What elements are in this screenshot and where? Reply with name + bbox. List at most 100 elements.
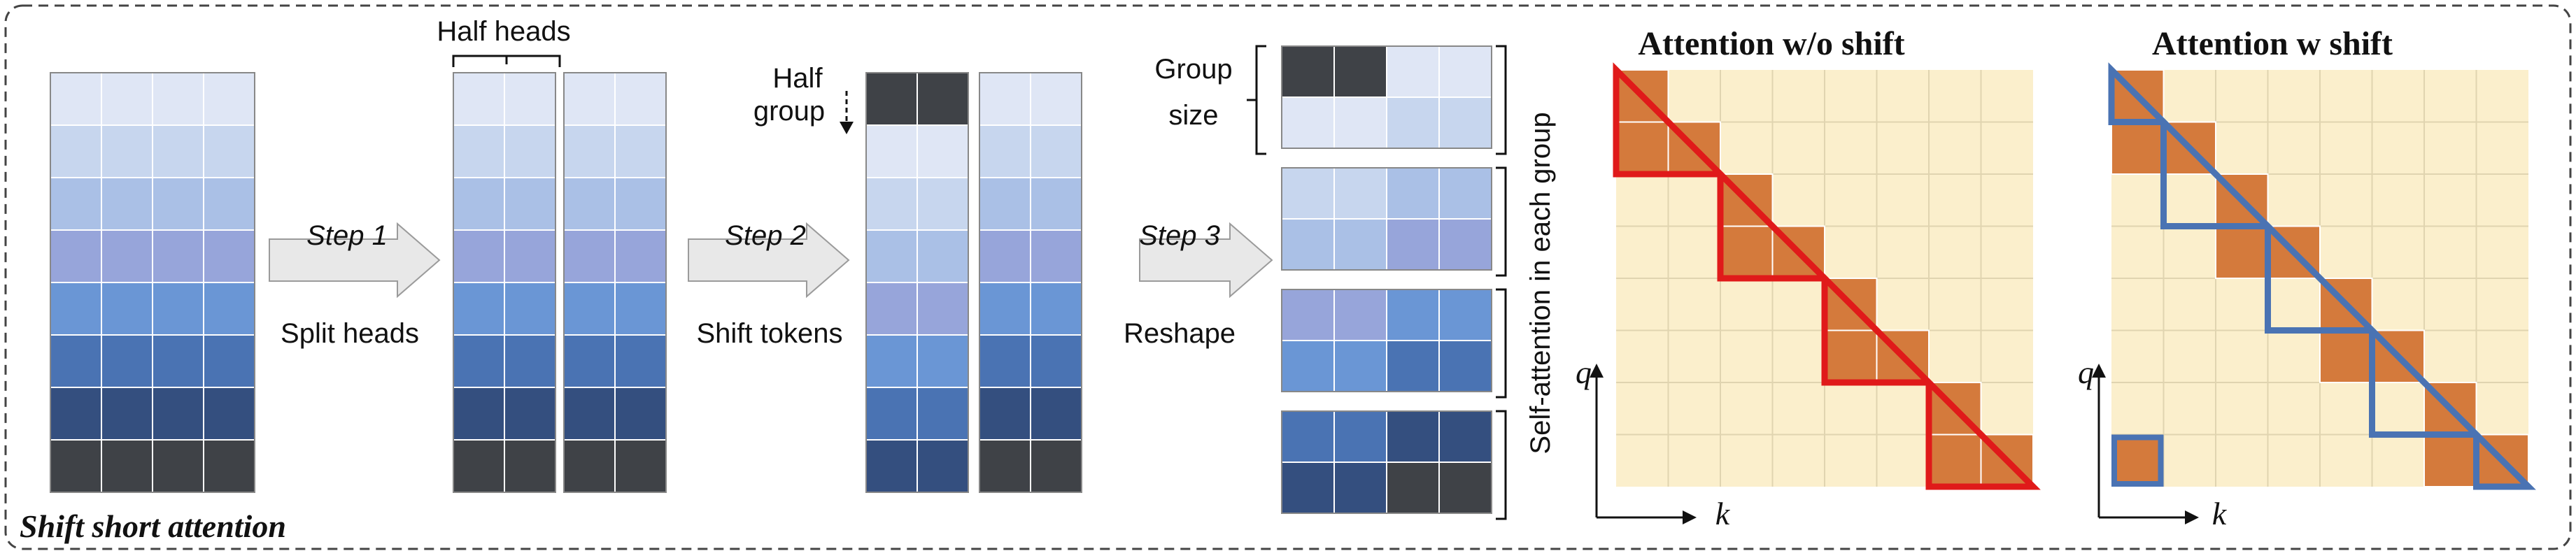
token-cell <box>1030 387 1082 441</box>
token-cell <box>1386 340 1440 392</box>
token-cell <box>979 387 1031 441</box>
token-cell <box>1438 167 1492 220</box>
column-border <box>50 72 255 493</box>
token-cell <box>101 177 153 231</box>
group-bracket <box>1496 45 1507 155</box>
token-cell <box>152 229 204 283</box>
token-cell <box>614 72 667 126</box>
token-cell <box>563 387 616 441</box>
split-heads-columns <box>453 72 667 493</box>
token-cell <box>917 124 969 178</box>
token-cell <box>453 387 505 441</box>
token-cell <box>203 177 255 231</box>
token-cell <box>504 72 556 126</box>
group-size-label-line1: Group <box>1154 54 1232 85</box>
token-cell <box>504 387 556 441</box>
group-border <box>1281 289 1492 392</box>
token-cell <box>453 124 505 178</box>
token-cell <box>1281 462 1335 514</box>
attention-cell <box>2423 434 2477 487</box>
token-cell <box>101 124 153 178</box>
token-cell <box>453 282 505 336</box>
token-cell <box>563 439 616 493</box>
token-cell <box>563 282 616 336</box>
token-cell <box>1281 45 1335 98</box>
token-cell <box>50 334 102 388</box>
token-cell <box>453 229 505 283</box>
axis-q-right: q <box>2078 355 2094 390</box>
token-cell <box>614 124 667 178</box>
step3-label: Step 3 <box>1139 220 1220 251</box>
axes-right <box>2092 364 2199 524</box>
token-cell <box>50 387 102 441</box>
attention-without-shift-grid <box>1613 62 2041 490</box>
token-cell <box>504 229 556 283</box>
token-cell <box>50 439 102 493</box>
token-cell <box>1281 167 1335 220</box>
token-cell <box>504 439 556 493</box>
token-cell <box>1438 340 1492 392</box>
token-cell <box>865 229 918 283</box>
token-cell <box>917 229 969 283</box>
token-cell <box>1386 462 1440 514</box>
self-attention-label: Self-attention in each group <box>1525 112 1556 454</box>
figure-title: Shift short attention <box>20 508 286 544</box>
token-cell <box>614 439 667 493</box>
token-cell <box>917 439 969 493</box>
token-cell <box>614 334 667 388</box>
token-cell <box>101 229 153 283</box>
token-cell <box>1281 410 1335 463</box>
group-bracket <box>1496 166 1507 277</box>
half-heads-label: Half heads <box>437 16 570 47</box>
reshaped-groups <box>1281 45 1492 514</box>
token-cell <box>563 124 616 178</box>
token-cell <box>50 229 102 283</box>
token-cell <box>1333 167 1387 220</box>
token-cell <box>1030 124 1082 178</box>
token-cell <box>504 334 556 388</box>
group-size-label-line2: size <box>1168 100 1218 131</box>
token-cell <box>1386 410 1440 463</box>
token-cell <box>1333 96 1387 149</box>
axis-k-right: k <box>2212 496 2228 531</box>
token-cell <box>152 334 204 388</box>
token-cell <box>563 177 616 231</box>
token-cell <box>1333 410 1387 463</box>
group-border <box>1281 167 1492 271</box>
attention-outline <box>2108 62 2536 490</box>
token-cell <box>1281 218 1335 271</box>
token-cell <box>152 72 204 126</box>
token-cell <box>504 282 556 336</box>
token-cell <box>101 282 153 336</box>
token-cell <box>152 124 204 178</box>
token-cell <box>563 72 616 126</box>
token-cell <box>1030 72 1082 126</box>
token-cell <box>1386 218 1440 271</box>
token-cell <box>979 334 1031 388</box>
step1-action: Split heads <box>281 318 419 349</box>
token-cell <box>979 282 1031 336</box>
token-cell <box>917 387 969 441</box>
token-cell <box>1030 282 1082 336</box>
token-cell <box>865 282 918 336</box>
token-cell <box>453 439 505 493</box>
column-border <box>979 72 1082 493</box>
token-cell <box>614 387 667 441</box>
attention-cell <box>1928 434 1982 487</box>
group-size-bracket <box>1247 45 1266 155</box>
group-border <box>1281 410 1492 514</box>
axis-k-left: k <box>1715 496 1731 531</box>
step2-arrow-icon <box>688 222 850 299</box>
token-cell <box>865 387 918 441</box>
token-cell <box>979 229 1031 283</box>
token-cell <box>614 229 667 283</box>
token-cell <box>152 282 204 336</box>
token-cell <box>979 177 1031 231</box>
attention-with-shift-grid <box>2108 62 2536 490</box>
step2-label: Step 2 <box>725 220 806 251</box>
attention-cell <box>2111 121 2165 175</box>
token-cell <box>1333 45 1387 98</box>
half-group-dashed-arrow-icon <box>840 91 854 134</box>
step1-label: Step 1 <box>306 220 388 251</box>
